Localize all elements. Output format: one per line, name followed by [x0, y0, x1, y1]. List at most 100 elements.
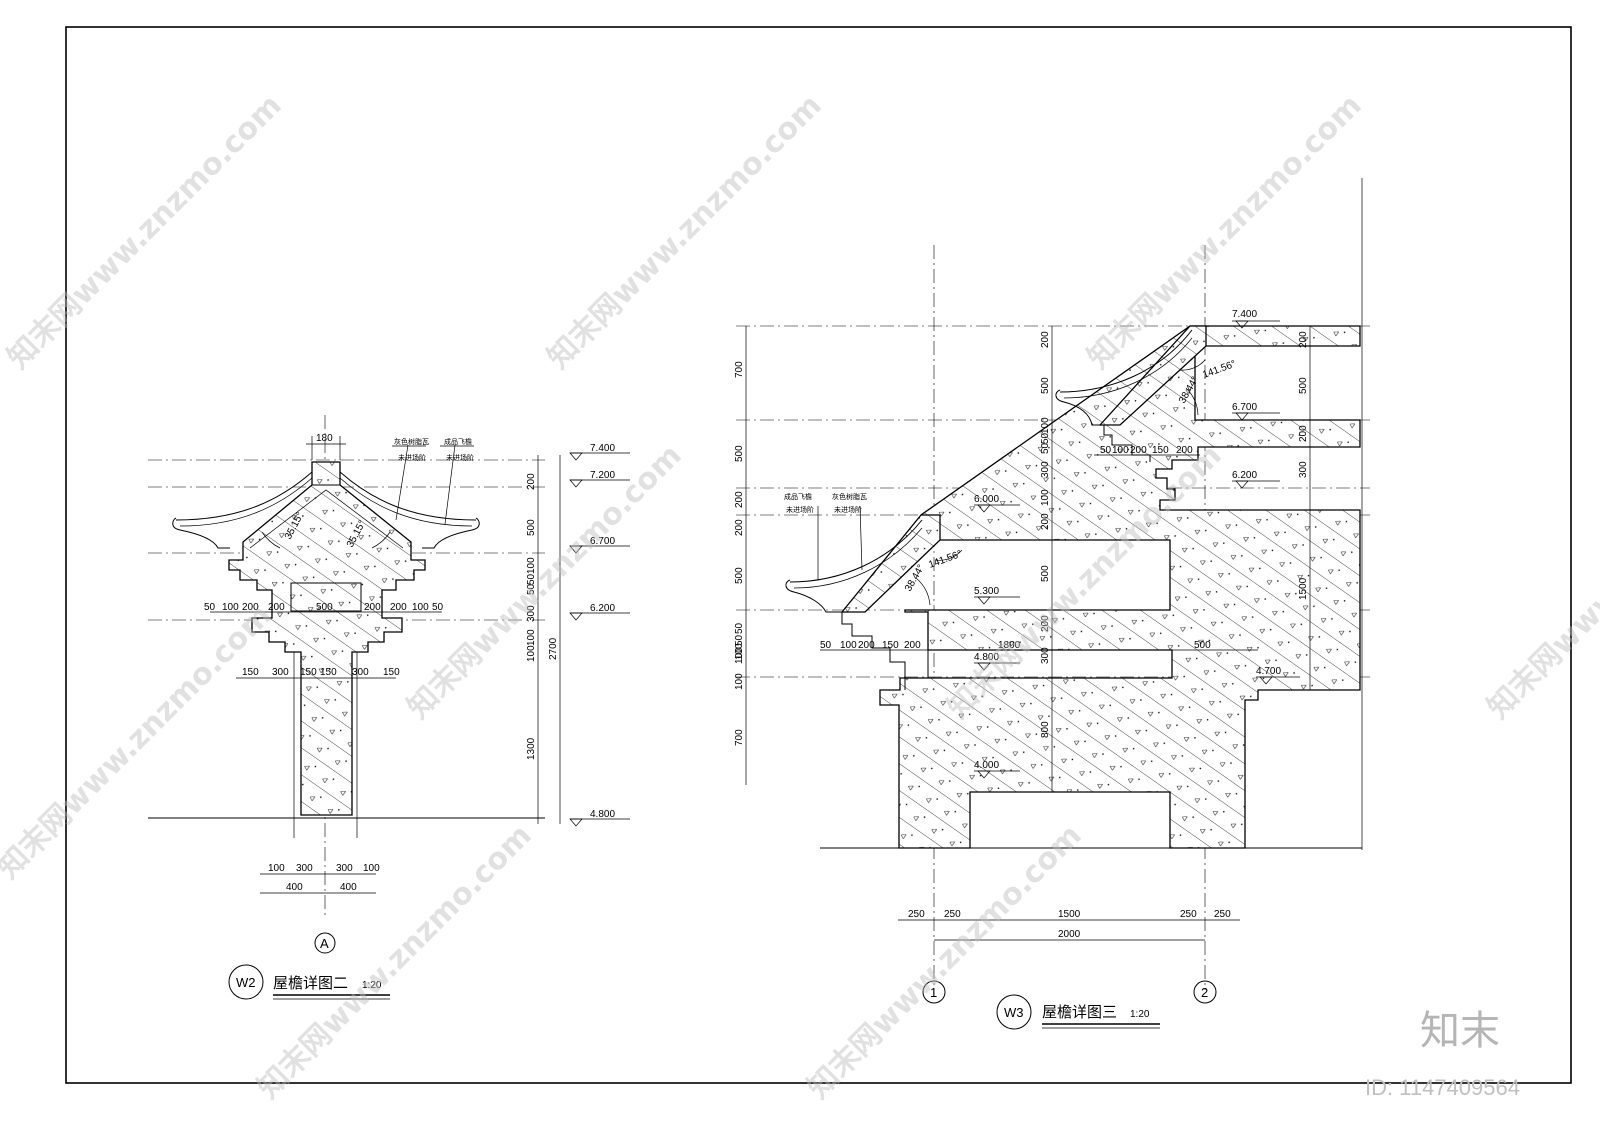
level-label: 4.000	[974, 760, 999, 771]
dim-label: 300	[352, 667, 369, 678]
level-label: 4.800	[974, 652, 999, 663]
dim-label: 50	[526, 583, 537, 595]
dim-label: 250	[1214, 909, 1231, 920]
dim-label: 100	[1040, 417, 1051, 434]
tile-curve-left	[175, 471, 313, 521]
dim-label: 2000	[1058, 929, 1081, 940]
dim-label: 400	[286, 882, 303, 893]
brand-watermark: 知末	[1420, 1008, 1500, 1054]
eave-end-left	[172, 517, 230, 549]
eave-end-upper	[1055, 389, 1104, 426]
angle-arc	[915, 577, 931, 606]
level-label: 6.000	[974, 494, 999, 505]
dim-label: 200	[526, 473, 537, 490]
note-label: 未进场阶	[834, 505, 862, 514]
section-w3	[879, 325, 1361, 849]
dim-label: 50	[526, 573, 537, 585]
note-leader	[859, 505, 863, 571]
dim-label: 200	[1298, 425, 1309, 442]
eave-end-lower	[785, 579, 842, 613]
dim-label: 100	[222, 602, 239, 613]
dim-label: 100	[268, 863, 285, 874]
level-label: 6.700	[590, 536, 615, 547]
dim-label: 200	[364, 602, 381, 613]
dim-label: 200	[1040, 331, 1051, 348]
dim-label: 200	[390, 602, 407, 613]
level-label: 5.300	[974, 586, 999, 597]
note-label: 未进场阶	[398, 453, 426, 462]
axis-label: A	[320, 936, 329, 951]
detail-w3: 141.56° 38.44° 141.56° 38.44° 成品飞檐 未进场阶 …	[734, 178, 1370, 1030]
dim-label: 200	[1040, 615, 1051, 632]
section-opening	[969, 791, 1171, 849]
tile-curve-upper	[1059, 329, 1193, 393]
dim-label: 200	[734, 491, 745, 508]
tile-curve-right	[339, 471, 477, 521]
axis-label: 2	[1201, 985, 1208, 1000]
dim-label: 1800	[998, 640, 1021, 651]
note-label: 灰色树脂瓦	[394, 437, 429, 446]
angle-arc	[1185, 387, 1199, 416]
angle-label: 141.56°	[927, 549, 963, 571]
dim-label: 500	[734, 567, 745, 584]
dim-label: 300	[1040, 647, 1051, 664]
note-label: 成品飞檐	[444, 437, 472, 446]
dim-label: 500	[734, 445, 745, 462]
dim-label: 200	[858, 640, 875, 651]
axis-bubble	[1193, 980, 1217, 1004]
dim-label: 200	[242, 602, 259, 613]
dim-label: 700	[734, 361, 745, 378]
detail-title: 屋檐详图三	[1042, 1003, 1117, 1021]
dim-label: 150	[242, 667, 259, 678]
section-opening	[290, 582, 362, 612]
detail-title: 屋檐详图二	[273, 974, 348, 992]
detail-scale: 1:20	[362, 980, 382, 991]
dim-label: 50	[1040, 442, 1051, 454]
dim-label: 200	[1298, 331, 1309, 348]
dim-label: 100	[1112, 445, 1129, 456]
dim-label: 50	[204, 602, 216, 613]
section-w2	[228, 461, 426, 816]
id-watermark: ID: 1147409564	[1365, 1075, 1520, 1100]
watermark-text: 知末网www.znzmo.com	[1481, 438, 1600, 726]
dim-label: 300	[1298, 461, 1309, 478]
angle-arc	[261, 531, 281, 549]
axis-bubble	[922, 980, 946, 1004]
dim-label: 100	[1040, 489, 1051, 506]
level-label: 6.200	[590, 603, 615, 614]
dim-label: 500	[1194, 640, 1211, 651]
tile-curve-lower	[789, 519, 923, 583]
dim-label: 100	[412, 602, 429, 613]
dim-label: 1500	[1058, 909, 1081, 920]
dim-label: 200	[734, 519, 745, 536]
dim-label: 400	[340, 882, 357, 893]
detail-bubble-label: W2	[236, 975, 256, 990]
dim-label: 2700	[548, 637, 559, 660]
dim-label: 1300	[526, 737, 537, 760]
level-label: 4.700	[1256, 666, 1281, 677]
tile-curve-right-2	[339, 477, 473, 527]
level-label: 6.200	[1232, 470, 1257, 481]
watermark-text: 知末网www.znzmo.com	[541, 88, 829, 376]
dim-label: 50	[734, 622, 745, 634]
level-label: 7.400	[590, 443, 615, 454]
dim-label: 250	[944, 909, 961, 920]
level-marks: 7.400 7.200 6.700 6.200 4.800	[569, 443, 630, 827]
dim-label: 180	[316, 433, 333, 444]
dim-label: 100	[840, 640, 857, 651]
dim-label: 100	[526, 557, 537, 574]
dim-label: 200	[268, 602, 285, 613]
ridge-block	[311, 461, 341, 486]
note-label: 成品飞檐	[784, 492, 812, 501]
angle-arc	[371, 531, 391, 549]
dim-label: 150	[383, 667, 400, 678]
axis-bubble	[314, 932, 336, 954]
dim-label: 700	[734, 729, 745, 746]
dim-label: 50	[1040, 432, 1051, 444]
angle-label: 141.56°	[1201, 359, 1237, 381]
note-label: 未进场阶	[446, 453, 474, 462]
tile-curve-lower-2	[793, 527, 923, 589]
level-label: 7.400	[1232, 309, 1257, 320]
dim-label: 500	[1040, 565, 1051, 582]
